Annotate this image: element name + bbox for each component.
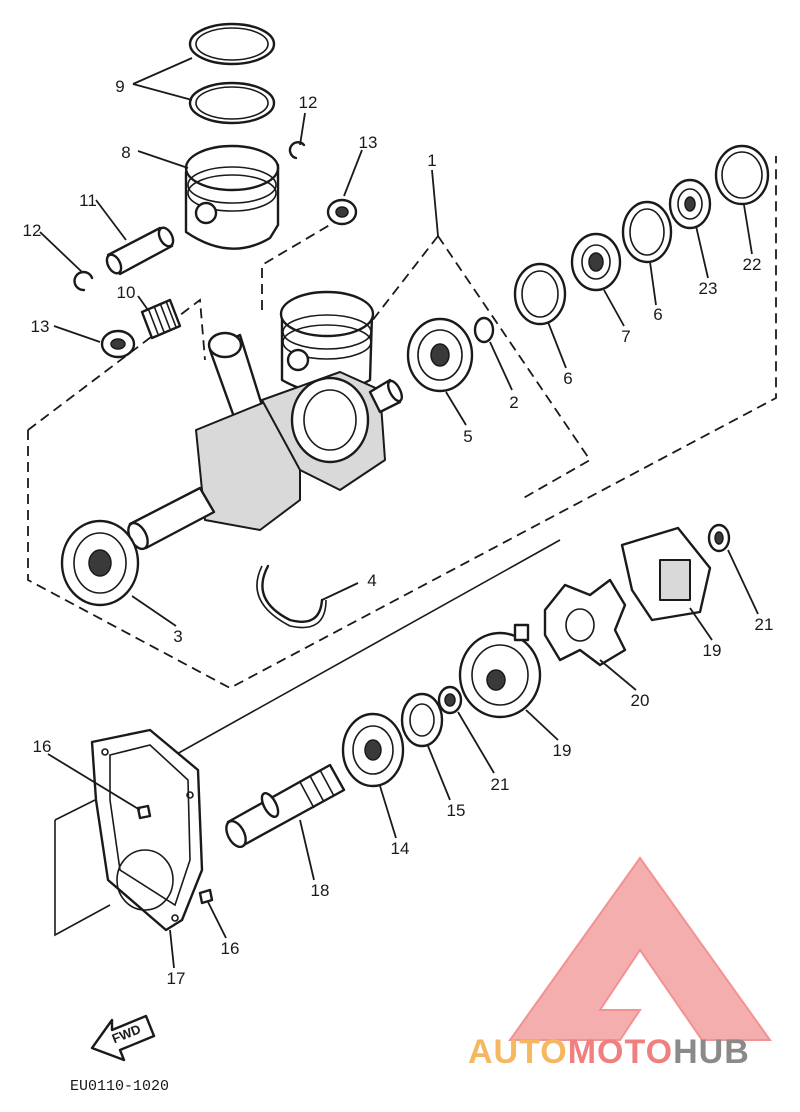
label-12-left: 12: [23, 221, 42, 240]
label-9: 9: [115, 77, 124, 96]
label-1: 1: [427, 151, 436, 170]
label-4: 4: [367, 571, 376, 590]
fwd-arrow: FWD: [90, 1014, 156, 1062]
label-8: 8: [121, 143, 130, 162]
leader-lines: [39, 57, 759, 969]
label-21-right: 21: [755, 615, 774, 634]
logo-text-hub: HUB: [673, 1033, 750, 1071]
label-6-lower: 6: [563, 369, 572, 388]
label-21-lower: 21: [491, 775, 510, 794]
label-13-upper: 13: [359, 133, 378, 152]
drive-shaft: [225, 763, 346, 849]
label-5: 5: [463, 427, 472, 446]
piston-rings: [188, 22, 276, 125]
part-numbers: 9 8 12 13 11 12 10 13 1 2 5 6 7 6 23 22 …: [23, 77, 774, 988]
o-ring: [473, 316, 495, 344]
label-16-upper: 16: [33, 737, 52, 756]
piston: [184, 144, 280, 250]
label-17: 17: [167, 969, 186, 988]
label-14: 14: [391, 839, 410, 858]
oil-seals-and-washers: [513, 144, 770, 326]
label-7: 7: [621, 327, 630, 346]
automotohub-logo: AUTOMOTOHUB: [468, 856, 772, 1071]
label-11: 11: [79, 191, 97, 210]
needle-bearing: [140, 298, 182, 340]
svg-text:AUTOMOTOHUB: AUTOMOTOHUB: [468, 1033, 750, 1071]
label-16-lower: 16: [221, 939, 240, 958]
label-19-lower: 19: [553, 741, 572, 760]
label-22: 22: [743, 255, 762, 274]
logo-triangle-mark: [508, 856, 772, 1041]
label-13-left: 13: [31, 317, 50, 336]
label-19-right: 19: [703, 641, 722, 660]
label-15: 15: [447, 801, 466, 820]
label-12-upper: 12: [299, 93, 318, 112]
logo-text-moto: MOTO: [568, 1033, 673, 1071]
thrust-washers: [100, 198, 358, 359]
label-23: 23: [699, 279, 718, 298]
label-18: 18: [311, 881, 330, 900]
piston-pin: [105, 226, 175, 276]
drive-shaft-bearings: [341, 692, 444, 788]
label-20: 20: [631, 691, 650, 710]
diagram-code: EU0110-1020: [70, 1078, 169, 1095]
label-10: 10: [117, 283, 136, 302]
logo-text-auto: AUTO: [468, 1033, 568, 1071]
crankshaft-assembly: [127, 290, 403, 551]
main-bearings: [60, 317, 474, 607]
label-2: 2: [509, 393, 518, 412]
snap-ring: [261, 564, 324, 623]
gasket: [90, 728, 214, 932]
label-3: 3: [173, 627, 182, 646]
label-6-upper: 6: [653, 305, 662, 324]
coupling-parts: [437, 523, 731, 719]
